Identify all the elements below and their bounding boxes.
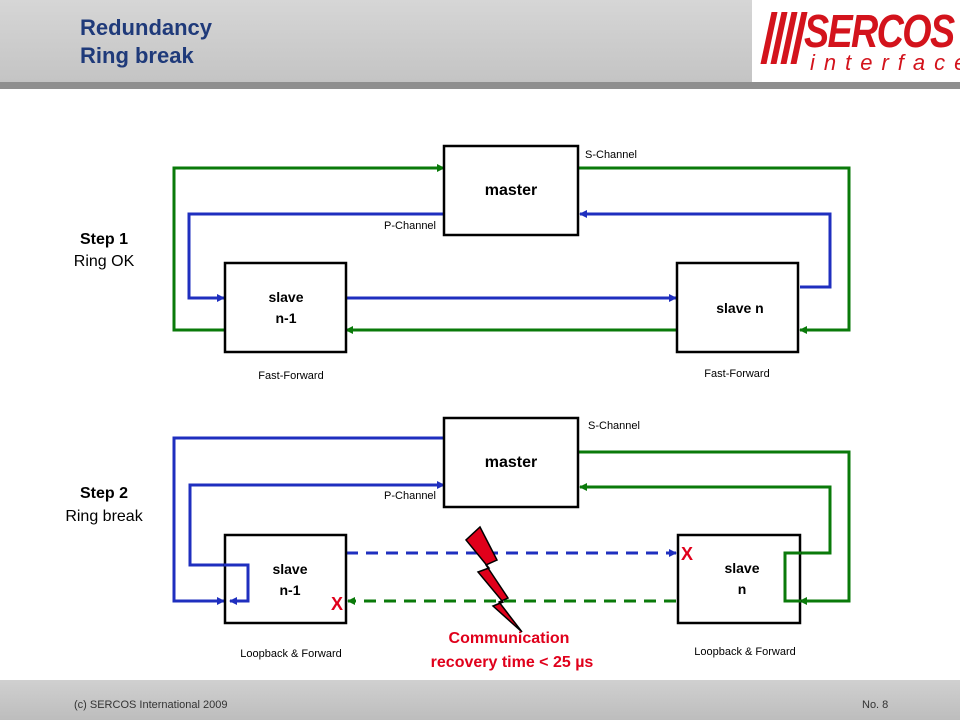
step2-mode-left: Loopback & Forward (240, 648, 342, 660)
step1-mode-right: Fast-Forward (704, 368, 769, 380)
step1-p-channel-return (579, 210, 832, 289)
step1-mode-left: Fast-Forward (258, 370, 323, 382)
step2-left-loopback-inner (224, 563, 250, 605)
copyright-text: (c) SERCOS International 2009 (74, 699, 228, 711)
step2-slave-right-box (676, 533, 802, 625)
page-number: No. 8 (862, 699, 889, 711)
step1-master-box (442, 144, 580, 237)
sercos-logo: SERCOS interface (752, 0, 960, 82)
step2-p-channel-outer (172, 436, 444, 605)
header-divider (0, 82, 960, 89)
step2-diagram: master slave n-1 slave n S-Channel P-Cha… (65, 416, 851, 671)
step2-slave-left-line1: slave (272, 561, 307, 577)
logo-wordmark: SERCOS (804, 5, 955, 57)
step1-s-channel-return (172, 164, 445, 332)
title-line-1: Redundancy (80, 15, 213, 40)
step1-slave-left-box (223, 261, 348, 354)
step2-slave-left-line2: n-1 (280, 582, 301, 598)
step2-master-label: master (485, 454, 537, 471)
break-mark-left: X (331, 594, 343, 614)
step1-p-channel-label: P-Channel (384, 220, 436, 232)
step1-subtitle: Ring OK (74, 253, 135, 270)
recovery-line-1: Communication (449, 630, 570, 647)
step2-p-channel-return (188, 481, 445, 567)
header-band: Redundancy Ring break SERCOS interface (0, 0, 960, 82)
step1-slave-right-box (675, 261, 800, 354)
page-title: Redundancy Ring break (80, 14, 212, 70)
step2-s-channel-outer (578, 450, 851, 605)
step2-s-channel-return (579, 483, 832, 555)
step2-right-loopback-inner (783, 551, 801, 603)
step1-s-channel-line (578, 166, 851, 334)
step2-title: Step 2 (80, 485, 128, 502)
step2-slave-left-box (223, 533, 348, 625)
step1-p-channel-line (187, 212, 444, 302)
step2-subtitle: Ring break (65, 508, 143, 525)
break-mark-right: X (681, 544, 693, 564)
step2-s-channel-label: S-Channel (588, 420, 640, 432)
ring-diagram: master slave n-1 slave n S-Channel P-Cha… (65, 144, 851, 671)
step1-slave-left-line2: n-1 (276, 310, 297, 326)
step2-slave-right-line2: n (738, 581, 747, 597)
recovery-line-2: recovery time < 25 µs (431, 654, 594, 671)
step2-master-box (442, 416, 580, 509)
step1-diagram: master slave n-1 slave n S-Channel P-Cha… (74, 144, 851, 382)
step1-master-label: master (485, 182, 537, 199)
lightning-bolt-icon (464, 525, 523, 633)
title-line-2: Ring break (80, 43, 194, 68)
step2-slave-right-line1: slave (724, 560, 759, 576)
step1-slave-left-line1: slave (268, 289, 303, 305)
step2-mode-right: Loopback & Forward (694, 646, 796, 658)
step1-title: Step 1 (80, 231, 128, 248)
step2-p-channel-label: P-Channel (384, 490, 436, 502)
footer-band: (c) SERCOS International 2009 No. 8 (0, 680, 960, 720)
logo-subtitle: interface (810, 50, 960, 75)
step1-slave-right-label: slave n (716, 300, 763, 316)
step1-s-channel-label: S-Channel (585, 149, 637, 161)
